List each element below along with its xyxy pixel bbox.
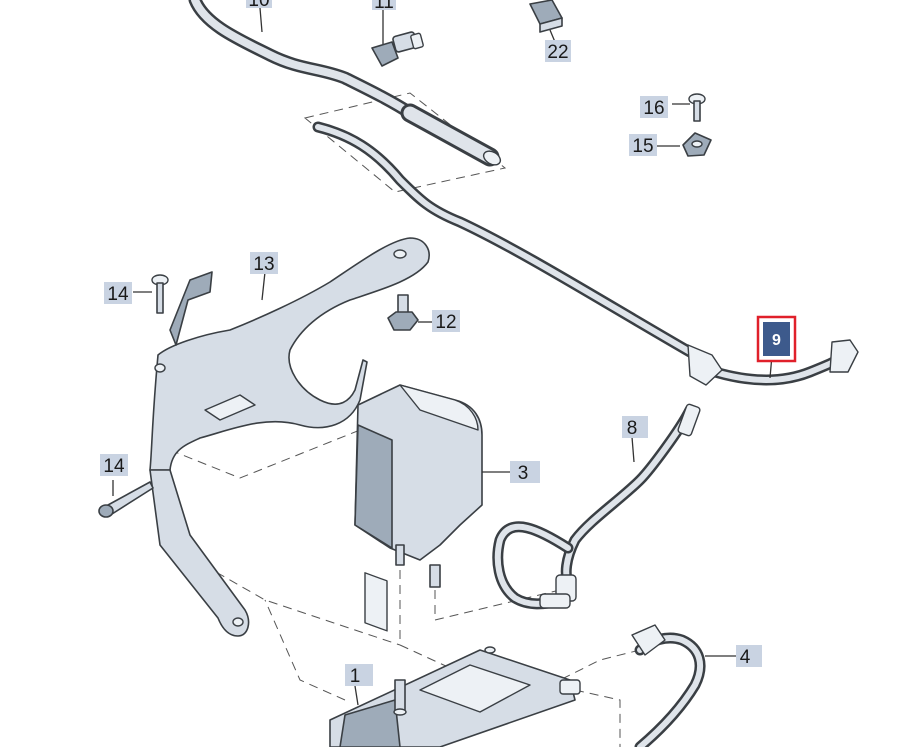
nut-15: [657, 132, 712, 157]
screw-14-lower: [98, 480, 154, 518]
svg-text:9: 9: [772, 332, 781, 349]
callout-8[interactable]: 8: [622, 416, 648, 439]
callout-13[interactable]: 13: [250, 252, 278, 275]
control-unit-3: [354, 384, 510, 632]
callout-11[interactable]: 11: [372, 0, 396, 13]
svg-text:22: 22: [547, 42, 568, 63]
pipe-9: [312, 121, 859, 386]
callout-16[interactable]: 16: [640, 96, 668, 119]
bolt-16: [672, 93, 706, 122]
bolt-12: [387, 294, 432, 331]
callout-labels: 10 11 22 16 15 13 14 12: [100, 0, 797, 687]
svg-text:13: 13: [253, 254, 274, 275]
screw-14-top: [133, 274, 169, 314]
svg-text:1: 1: [350, 666, 361, 687]
callout-1[interactable]: 1: [345, 664, 373, 687]
svg-text:3: 3: [518, 463, 529, 484]
callout-12[interactable]: 12: [432, 310, 460, 333]
svg-text:14: 14: [107, 284, 129, 305]
svg-text:14: 14: [103, 456, 125, 477]
hose-8: [492, 403, 701, 610]
callout-22[interactable]: 22: [545, 40, 571, 63]
callout-10[interactable]: 10: [246, 0, 272, 11]
svg-text:10: 10: [248, 0, 269, 11]
callout-3[interactable]: 3: [510, 461, 540, 484]
svg-text:11: 11: [374, 0, 394, 13]
callout-9-highlighted[interactable]: 9: [756, 315, 797, 363]
callout-14-top[interactable]: 14: [104, 282, 132, 305]
clip-22: [529, 0, 563, 43]
clip-11: [371, 10, 424, 67]
hose-4: [631, 624, 738, 747]
bracket-13: [149, 237, 430, 471]
svg-text:16: 16: [643, 98, 664, 119]
svg-text:12: 12: [435, 312, 456, 333]
callout-14-lower[interactable]: 14: [100, 454, 128, 477]
bracket-strap: [149, 469, 250, 637]
svg-text:8: 8: [627, 418, 638, 439]
pipe-10: [188, 0, 502, 167]
callout-4[interactable]: 4: [736, 645, 762, 668]
heater-unit-1: [329, 646, 581, 747]
svg-text:4: 4: [740, 647, 751, 668]
svg-text:15: 15: [632, 136, 653, 157]
callout-15[interactable]: 15: [629, 134, 657, 157]
